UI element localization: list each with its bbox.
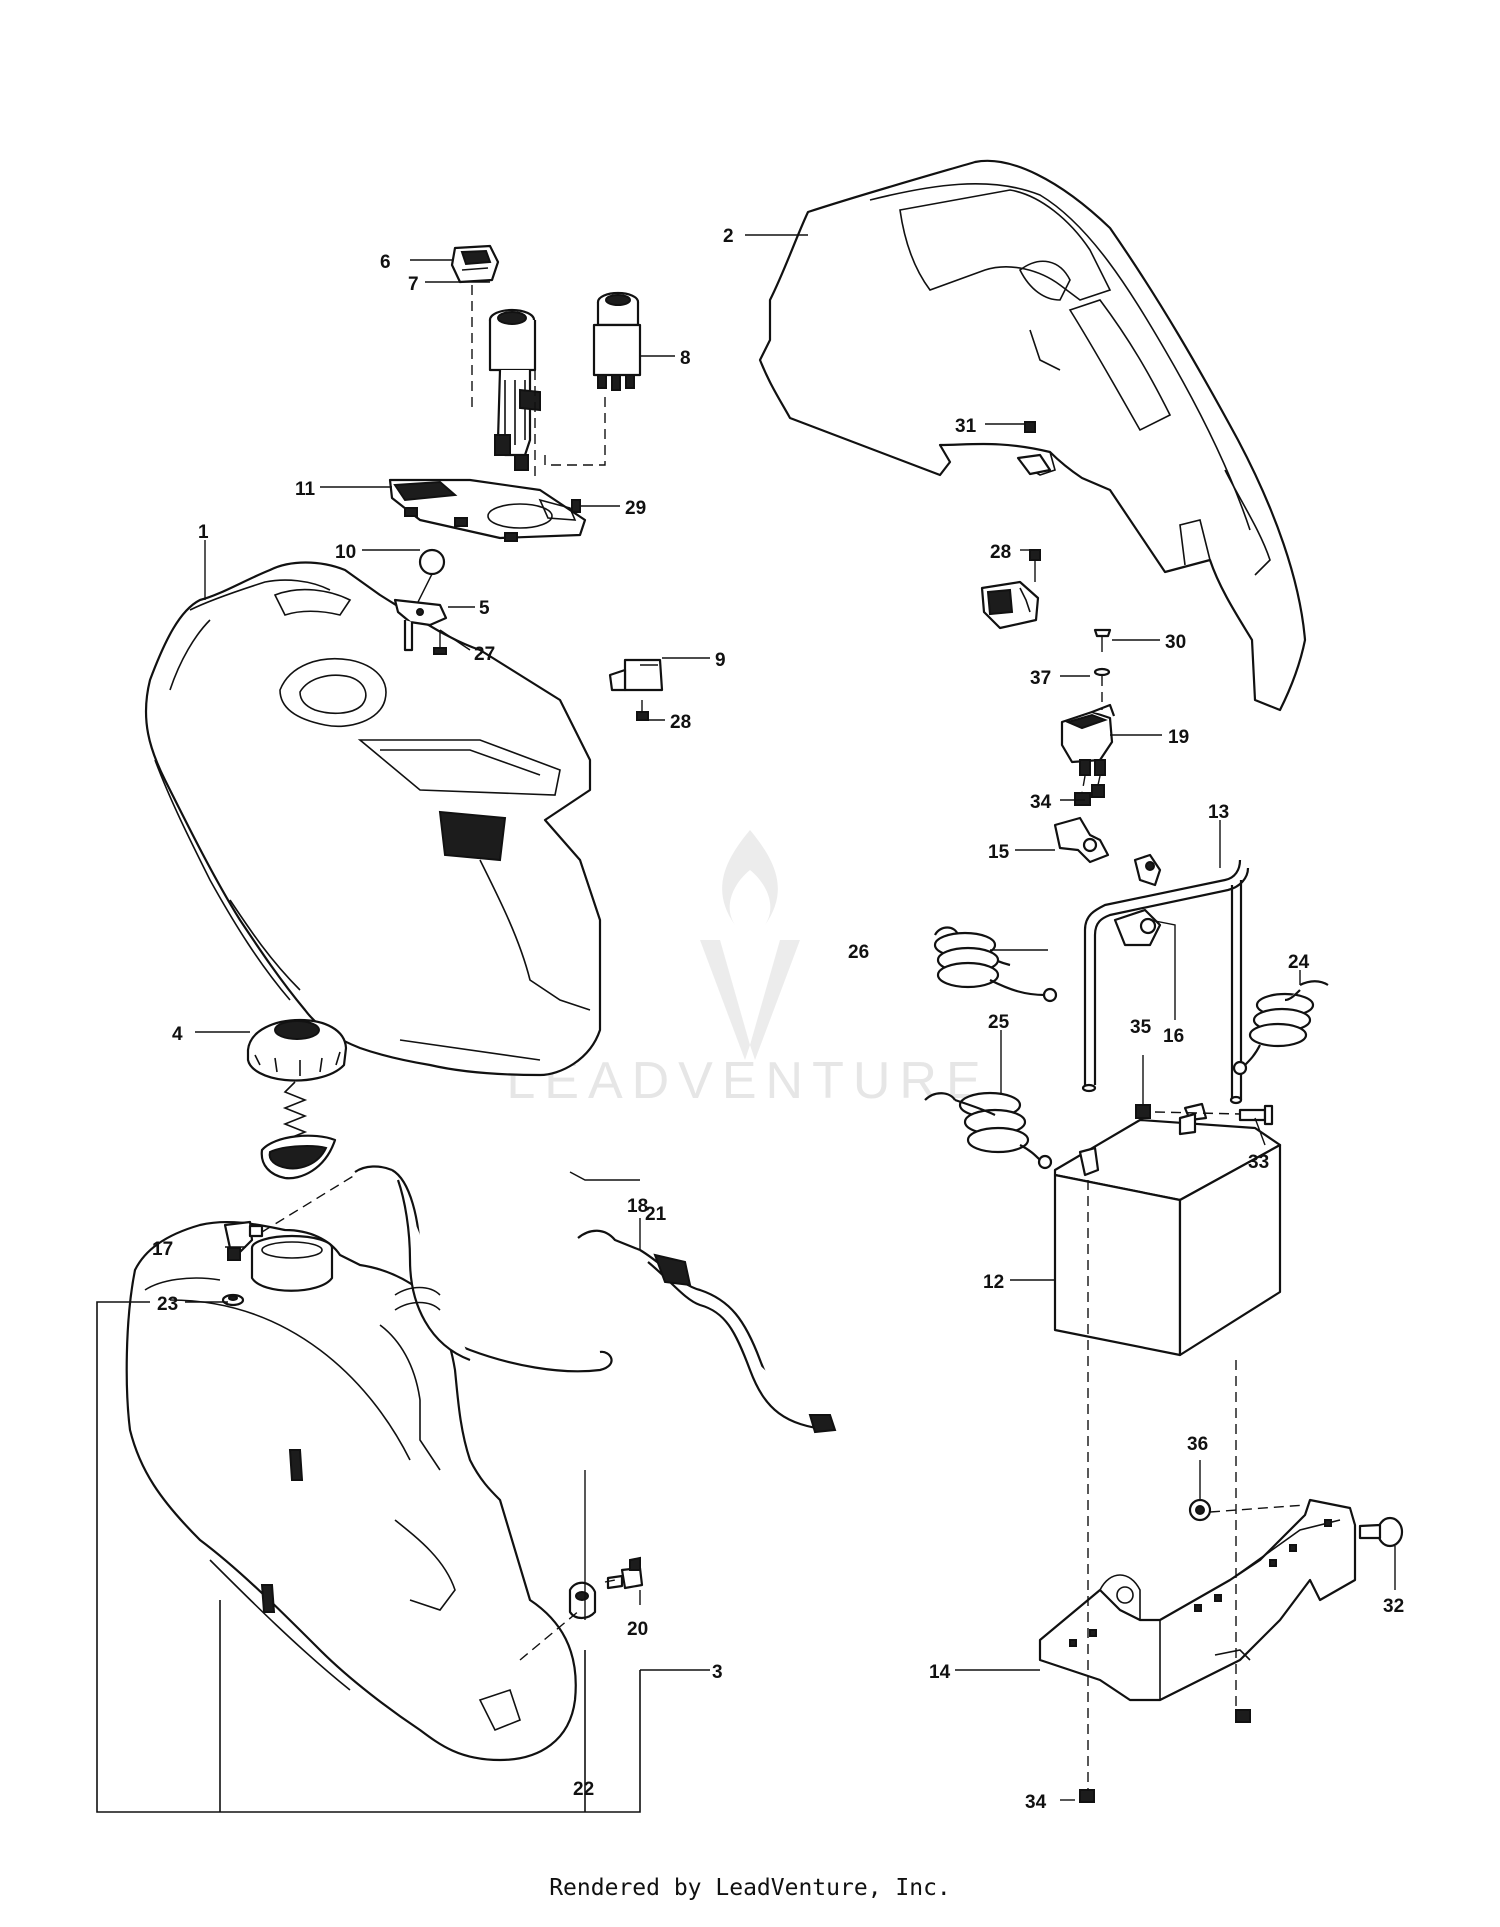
part-3-fuel-tank [125, 1220, 577, 1762]
part-2-rear-console-cover [758, 159, 1307, 712]
part-4-fuel-cap [246, 1018, 348, 1180]
callout-35: 35 [1130, 1017, 1152, 1038]
part-19-solenoid [1060, 703, 1116, 776]
callout-37: 37 [1030, 668, 1051, 689]
callout-32: 32 [1383, 1596, 1404, 1617]
callout-19: 19 [1168, 727, 1189, 748]
part-6-rocker-switch [450, 244, 500, 284]
callout-22: 22 [573, 1779, 594, 1800]
part-22-grommet [568, 1581, 597, 1620]
callout-5: 5 [479, 598, 490, 619]
part-5-throttle-lever [393, 573, 448, 652]
part-11-switch-panel [388, 478, 587, 542]
part-34-nut-upper [1074, 784, 1105, 806]
part-21-fuel-line [354, 1165, 613, 1373]
callout-33: 33 [1248, 1152, 1269, 1173]
callout-2: 2 [723, 226, 734, 247]
callout-31: 31 [955, 416, 977, 437]
part-14-battery-tray [1038, 1498, 1357, 1702]
part-1-front-console [144, 561, 602, 1077]
part-16-terminal-cover [1113, 908, 1162, 947]
part-18-fuel-line-clamp [577, 1229, 837, 1434]
callout-26: 26 [848, 942, 869, 963]
fuel-tank-assembly-bracket [96, 1301, 710, 1813]
callout-36: 36 [1187, 1434, 1208, 1455]
callout-1: 1 [198, 522, 209, 543]
callout-8: 8 [680, 348, 691, 369]
callout-3: 3 [712, 1662, 723, 1683]
part-30-screw [1093, 628, 1112, 652]
callout-7: 7 [408, 274, 419, 295]
callout-12: 12 [983, 1272, 1004, 1293]
leader-lines [185, 234, 1396, 1801]
callout-labels: 1 2 3 4 5 6 7 8 9 10 11 12 13 14 15 16 1… [152, 226, 1404, 1813]
watermark-logo: LEADVENTURE [506, 830, 989, 1110]
callout-27: 27 [474, 644, 495, 665]
part-9-seat-switch [608, 658, 664, 692]
watermark-text: LEADVENTURE [506, 1052, 989, 1110]
part-28-relay [980, 549, 1041, 630]
callout-14: 14 [929, 1662, 951, 1683]
footer-credit: Rendered by LeadVenture, Inc. [549, 1875, 951, 1901]
callout-28-right: 28 [990, 542, 1011, 563]
callout-20: 20 [627, 1619, 648, 1640]
part-32-carriage-bolt [1358, 1516, 1404, 1548]
part-37-washer [1093, 667, 1111, 677]
part-8-pto-switch [592, 291, 642, 391]
part-29-screw [571, 499, 581, 513]
callout-16: 16 [1163, 1026, 1184, 1047]
callout-23: 23 [157, 1294, 178, 1315]
callout-9: 9 [715, 650, 726, 671]
assembly-lines [261, 285, 1306, 1790]
callout-34-upper: 34 [1030, 792, 1052, 813]
callout-25: 25 [988, 1012, 1010, 1033]
callout-13: 13 [1208, 802, 1229, 823]
part-31-screw [1016, 421, 1052, 476]
part-36-nut [1188, 1498, 1212, 1522]
callout-17: 17 [152, 1239, 173, 1260]
part-26-battery-cable [933, 926, 1058, 1003]
part-7-ignition-switch [488, 308, 541, 471]
part-12-battery [1053, 1112, 1282, 1357]
part-25-battery-cable [924, 1091, 1053, 1170]
part-13-hold-down-rod [1081, 859, 1250, 1105]
callout-30: 30 [1165, 632, 1186, 653]
part-23-grommet [221, 1293, 245, 1307]
callout-34-lower: 34 [1025, 1792, 1047, 1813]
part-28-screw-left [636, 700, 649, 721]
part-27-screw [433, 630, 447, 655]
part-15-terminal-boot [1053, 816, 1162, 887]
part-10-throttle-knob [418, 548, 446, 576]
part-24-battery-cable [1232, 980, 1329, 1076]
callout-29: 29 [625, 498, 646, 519]
callout-10: 10 [335, 542, 356, 563]
callout-28-left: 28 [670, 712, 691, 733]
callout-15: 15 [988, 842, 1010, 863]
callout-24: 24 [1288, 952, 1310, 973]
callout-21: 21 [645, 1204, 667, 1225]
part-34-nut-lower [1079, 1709, 1251, 1803]
callout-4: 4 [172, 1024, 183, 1045]
part-35-nut [1135, 1104, 1151, 1119]
callout-11: 11 [295, 479, 316, 500]
part-17-fuel-fitting [223, 1220, 264, 1261]
callout-6: 6 [380, 252, 391, 273]
part-20-fitting [606, 1556, 644, 1590]
callout-18: 18 [627, 1196, 648, 1217]
